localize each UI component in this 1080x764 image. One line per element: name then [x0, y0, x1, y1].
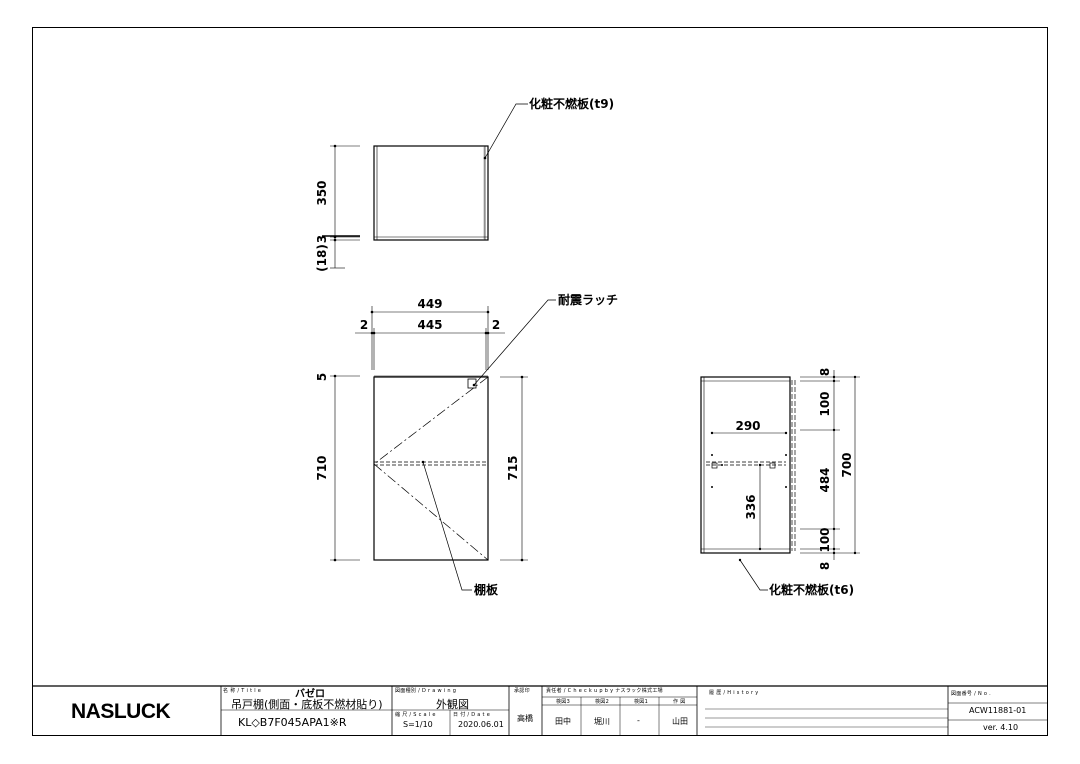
- dim-side-100-top: 100: [818, 391, 832, 416]
- dim-height-710: 710: [315, 455, 329, 480]
- drawing-frame: [32, 27, 1048, 736]
- check-head-4: 作 図: [673, 699, 686, 705]
- drawing-number: ACW11881-01: [969, 706, 1027, 715]
- title-block: NASLUCK 名 称 / T i t l e バゼロ 吊戸棚(側面・底板不燃材…: [33, 686, 1047, 735]
- check-name-1: 田中: [555, 717, 571, 726]
- scale-label: 縮 尺 / S c a l e: [395, 712, 436, 718]
- model-number: KL◇B7F045APA1※R: [238, 716, 347, 729]
- dim-width-445: 445: [417, 318, 442, 332]
- drawing-type: 外観図: [436, 698, 469, 711]
- history-label: 履 歴 / H i s t o r y: [709, 690, 759, 696]
- date-label: 日 付 / D a t e: [453, 712, 491, 718]
- check-name-2: 堀川: [594, 717, 610, 726]
- check-name-4: 山田: [672, 717, 688, 726]
- label-latch: 耐震ラッチ: [558, 292, 618, 307]
- top-view: [322, 103, 528, 269]
- product-title: 吊戸棚(側面・底板不燃材貼り): [231, 698, 383, 711]
- approver-name: 高橋: [517, 714, 533, 723]
- name-label: 名 称 / T i t l e: [223, 688, 262, 694]
- dim-top-350: 350: [315, 180, 329, 205]
- date-value: 2020.06.01: [458, 720, 504, 729]
- dim-side-484: 484: [818, 467, 832, 492]
- label-shelf: 棚板: [474, 582, 499, 597]
- check-head-3: 検図1: [634, 699, 649, 705]
- dim-width-2-left: 2: [360, 318, 368, 332]
- drawing-label: 図面種別 / D r a w i n g: [395, 688, 457, 694]
- check-head-2: 検図2: [595, 699, 610, 705]
- dim-side-336: 336: [744, 494, 758, 519]
- dim-side-290: 290: [735, 419, 760, 433]
- version: ver. 4.10: [983, 723, 1019, 732]
- number-label: 図面番号 / N o .: [951, 691, 992, 697]
- label-facing-bottom: 化粧不燃板(t6): [769, 582, 854, 597]
- dim-height-715: 715: [506, 455, 520, 480]
- label-facing-top: 化粧不燃板(t9): [529, 96, 614, 111]
- front-view: [330, 299, 556, 591]
- dim-side-8-bottom: 8: [818, 562, 832, 570]
- check-head-1: 検図3: [556, 699, 571, 705]
- scale-value: S=1/10: [403, 720, 433, 729]
- approve-label: 承認印: [514, 688, 530, 694]
- dim-width-449: 449: [417, 297, 442, 311]
- dim-height-5: 5: [315, 373, 329, 381]
- product-name: バゼロ: [295, 689, 325, 700]
- check-name-3: -: [637, 716, 640, 725]
- dim-side-8-top: 8: [818, 368, 832, 376]
- check-label: 責任者 / C h e c k u p b y ナスラック株式工場: [546, 688, 663, 694]
- side-view: [700, 370, 860, 591]
- company-logo: NASLUCK: [71, 700, 171, 723]
- title-block-grid: [33, 685, 1047, 735]
- dim-side-700: 700: [840, 452, 854, 477]
- dim-top-18: (18): [315, 244, 329, 272]
- dim-top-3: 3: [315, 235, 329, 243]
- dim-side-100-bottom: 100: [818, 527, 832, 552]
- dim-width-2-right: 2: [492, 318, 500, 332]
